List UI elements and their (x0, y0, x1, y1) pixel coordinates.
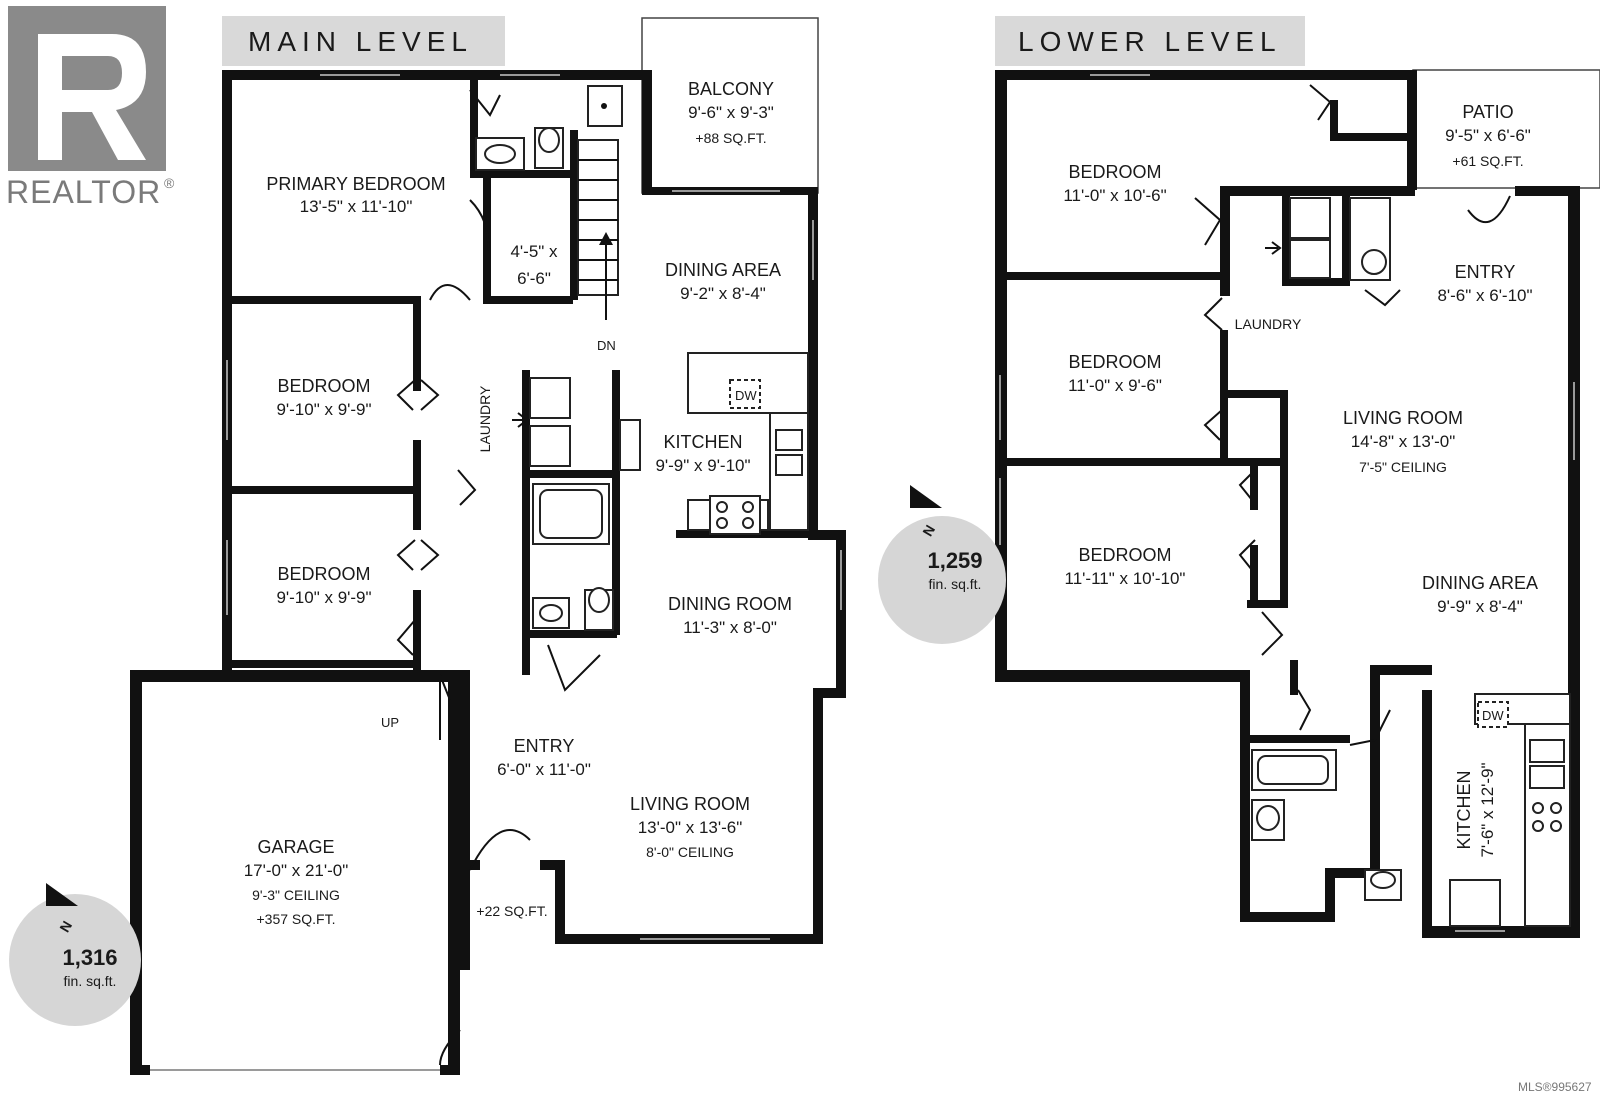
ensuite-fixtures (475, 85, 623, 171)
lower-entry-name: ENTRY (1455, 262, 1516, 282)
main-bath-fixtures (532, 483, 614, 631)
lower-laundry-fixtures (1289, 197, 1401, 307)
lower-bath-fixtures (1251, 749, 1402, 901)
main-level-title: MAIN LEVEL (248, 26, 473, 57)
bedroom-2-name: BEDROOM (277, 564, 370, 584)
dining-room-dims: 11'-3" x 8'-0" (683, 618, 777, 637)
realtor-logo: REALTOR ® (6, 6, 175, 210)
lower-living-room-ceiling: 7'-5" CEILING (1359, 459, 1447, 475)
lower-living-room-dims: 14'-8" x 13'-0" (1351, 432, 1456, 451)
lower-bedroom-3-dims: 11'-11" x 10'-10" (1065, 569, 1186, 588)
main-fin-sqft: 1,316 (62, 945, 117, 970)
lower-kitchen-name: KITCHEN (1454, 770, 1474, 849)
laundry-fixtures (512, 377, 641, 471)
living-room-dims: 13'-0" x 13'-6" (638, 818, 743, 837)
lower-laundry-label: LAUNDRY (1235, 316, 1302, 332)
bedroom-1-dims: 9'-10" x 9'-9" (276, 400, 371, 419)
stair (577, 139, 619, 320)
balcony-area: +88 SQ.FT. (695, 130, 766, 146)
lower-north-arrow-icon (910, 485, 942, 508)
main-level-title-bg (222, 16, 505, 66)
lower-bedroom-1-dims: 11'-0" x 10'-6" (1063, 186, 1166, 205)
closet-dims-a: 4'-5" x (510, 242, 558, 261)
lower-entry-dims: 8'-6" x 6'-10" (1437, 286, 1532, 305)
realtor-wordmark: REALTOR (6, 174, 161, 210)
main-level-plan: MAIN LEVEL (9, 16, 846, 1075)
lower-bedroom-1-name: BEDROOM (1068, 162, 1161, 182)
entry-name: ENTRY (514, 736, 575, 756)
balcony-name: BALCONY (688, 79, 774, 99)
closet-dims-b: 6'-6" (517, 269, 551, 288)
bedroom-1-name: BEDROOM (277, 376, 370, 396)
laundry-label: LAUNDRY (477, 385, 493, 452)
lower-dining-area-dims: 9'-9" x 8'-4" (1437, 597, 1523, 616)
garage-area: +357 SQ.FT. (257, 911, 336, 927)
lower-kitchen-dims: 7'-6" x 12'-9" (1478, 762, 1497, 857)
patio-area: +61 SQ.FT. (1452, 153, 1523, 169)
dining-room-name: DINING ROOM (668, 594, 792, 614)
living-room-ceiling: 8'-0" CEILING (646, 844, 734, 860)
north-arrow-icon (46, 883, 78, 906)
dining-area-name: DINING AREA (665, 260, 781, 280)
dining-area-dims: 9'-2" x 8'-4" (680, 284, 766, 303)
entry-dims: 6'-0" x 11'-0" (497, 760, 591, 779)
primary-bedroom-dims: 13'-5" x 11'-10" (300, 197, 413, 216)
lower-level-plan: LOWER LEVEL (878, 16, 1600, 938)
primary-bedroom-name: PRIMARY BEDROOM (266, 174, 445, 194)
lower-kitchen-fixtures: DW (1449, 693, 1571, 927)
living-room-name: LIVING ROOM (630, 794, 750, 814)
lower-level-title: LOWER LEVEL (1018, 26, 1282, 57)
garage-ceiling: 9'-3" CEILING (252, 887, 340, 903)
patio-name: PATIO (1462, 102, 1513, 122)
balcony-dims: 9'-6" x 9'-3" (688, 103, 774, 122)
registered-mark: ® (164, 175, 175, 191)
lower-dining-area-name: DINING AREA (1422, 573, 1538, 593)
stair-up-label: UP (381, 715, 399, 730)
lower-bedroom-2-name: BEDROOM (1068, 352, 1161, 372)
kitchen-dims: 9'-9" x 9'-10" (655, 456, 750, 475)
garage-name: GARAGE (257, 837, 334, 857)
stair-down-label: DN (597, 338, 616, 353)
lower-level-title-bg (995, 16, 1305, 66)
main-fin-unit: fin. sq.ft. (64, 973, 117, 989)
lower-dishwasher-label: DW (1482, 708, 1504, 723)
lower-bedroom-2-dims: 11'-0" x 9'-6" (1068, 376, 1162, 395)
lower-living-room-name: LIVING ROOM (1343, 408, 1463, 428)
garage-dims: 17'-0" x 21'-0" (244, 861, 349, 880)
dishwasher-label: DW (735, 388, 757, 403)
lower-fin-sqft: 1,259 (927, 548, 982, 573)
lower-fin-unit: fin. sq.ft. (929, 576, 982, 592)
mls-number: MLS®995627 (1518, 1080, 1592, 1094)
bedroom-2-dims: 9'-10" x 9'-9" (276, 588, 371, 607)
porch-area: +22 SQ.FT. (476, 903, 547, 919)
patio-dims: 9'-5" x 6'-6" (1445, 126, 1531, 145)
kitchen-name: KITCHEN (663, 432, 742, 452)
main-level-sqft-badge: N 1,316 fin. sq.ft. (9, 883, 141, 1026)
kitchen-fixtures: DW (687, 352, 809, 535)
lower-bedroom-3-name: BEDROOM (1078, 545, 1171, 565)
lower-level-sqft-badge: N 1,259 fin. sq.ft. (878, 485, 1006, 644)
